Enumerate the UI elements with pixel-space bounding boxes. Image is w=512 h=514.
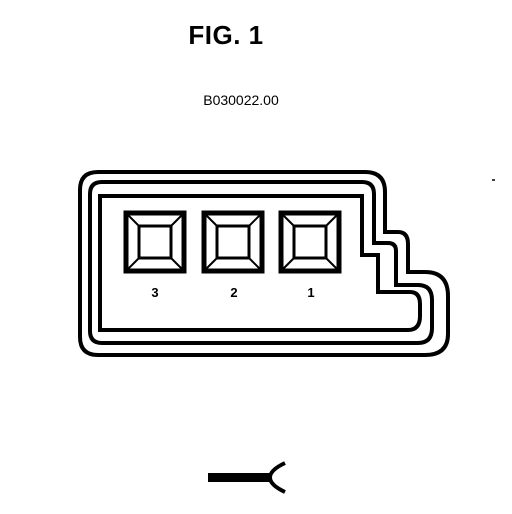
pin-label-1: 1 [307,285,314,300]
figure-title: FIG. 1 [188,20,264,50]
connector-housing-outer [78,170,450,357]
connector-housing-middle [88,180,434,345]
pin-1-terminal [278,210,342,274]
connector-housing-inner [98,194,422,332]
figure-code: B030022.00 [203,92,279,108]
pin-label-2: 2 [230,285,237,300]
pin-label-3: 3 [151,285,158,300]
wire-harness-connector-icon [208,461,286,494]
pin-2-terminal [201,210,265,274]
pin-3-terminal [123,210,187,274]
